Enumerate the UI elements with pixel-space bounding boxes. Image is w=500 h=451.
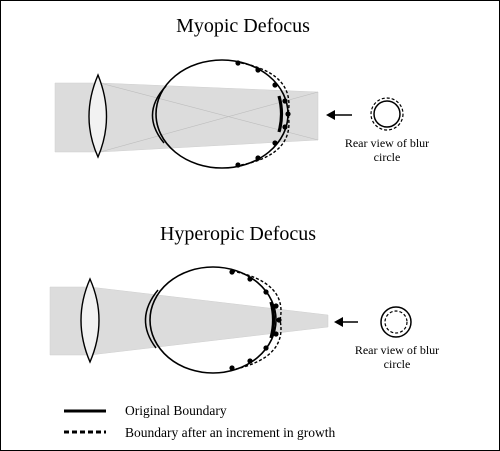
myopic-rear-view-label-line1: Rear view of blur [345,136,429,150]
hyperopic-lens [80,277,100,364]
myopic-view-arrow [326,110,352,120]
myopic-growth-markers [235,60,291,168]
hyperopic-rear-view-label-line1: Rear view of blur [355,343,439,357]
hyperopic-rear-view-label-line2: circle [384,357,411,371]
myopic-eyeball-grown-boundary [235,61,290,167]
legend: Original Boundary Boundary after an incr… [64,403,336,440]
hyperopic-retina-segment [269,301,276,339]
hyperopic-panel: Hyperopic Defocus [49,223,439,374]
hyperopic-cornea [144,289,159,349]
myopic-blur-circle [370,97,404,131]
myopic-ray-upper [99,82,319,141]
legend-solid-label: Original Boundary [125,403,227,418]
hyperopic-growth-markers [229,269,282,371]
myopic-retina-segment [277,95,284,133]
hyperopic-title: Hyperopic Defocus [160,223,316,245]
myopic-rear-view-label-line2: circle [374,150,401,164]
legend-dashed-label: Boundary after an increment in growth [125,425,336,440]
myopic-title: Myopic Defocus [176,15,310,37]
myopic-lens [88,73,108,159]
myopic-panel: Myopic Defocus [54,15,429,169]
hyperopic-eyeball-original-boundary [149,266,277,374]
hyperopic-blur-circle [380,306,412,338]
hyperopic-view-arrow [334,317,358,327]
